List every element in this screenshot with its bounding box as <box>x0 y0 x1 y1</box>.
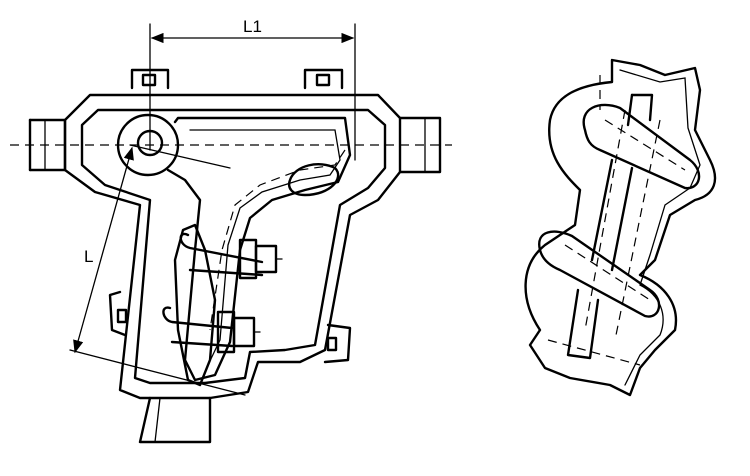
side-inner-shell <box>619 69 701 386</box>
inner-body <box>80 108 387 385</box>
side-lower-loop <box>538 230 661 318</box>
side-view <box>524 58 717 397</box>
l1-label: L1 <box>243 17 262 36</box>
front-view: L1 L <box>10 17 452 444</box>
side-hidden-lines <box>547 75 686 366</box>
right-ear <box>323 323 352 364</box>
clamp-plate <box>173 223 217 387</box>
bottom-outlet <box>138 396 212 444</box>
hidden-lever-edge <box>209 149 346 331</box>
outer-body <box>63 93 402 400</box>
pivot-boss <box>116 113 180 177</box>
side-vertical-plates <box>566 93 654 360</box>
left-ear <box>108 290 128 337</box>
side-outer-shell <box>524 58 717 397</box>
lever-slot <box>288 163 340 197</box>
lower-u-bolt <box>162 306 261 354</box>
l-dimension: L <box>69 144 246 396</box>
right-pipe-stub <box>398 116 442 174</box>
l-label: L <box>84 247 93 266</box>
upper-u-bolt <box>179 232 283 280</box>
top-right-tab <box>303 68 344 90</box>
l1-dimension: L1 <box>149 17 356 161</box>
top-left-tab <box>130 68 170 90</box>
side-upper-loop <box>582 103 701 190</box>
jaw-lever-inner <box>189 129 341 366</box>
